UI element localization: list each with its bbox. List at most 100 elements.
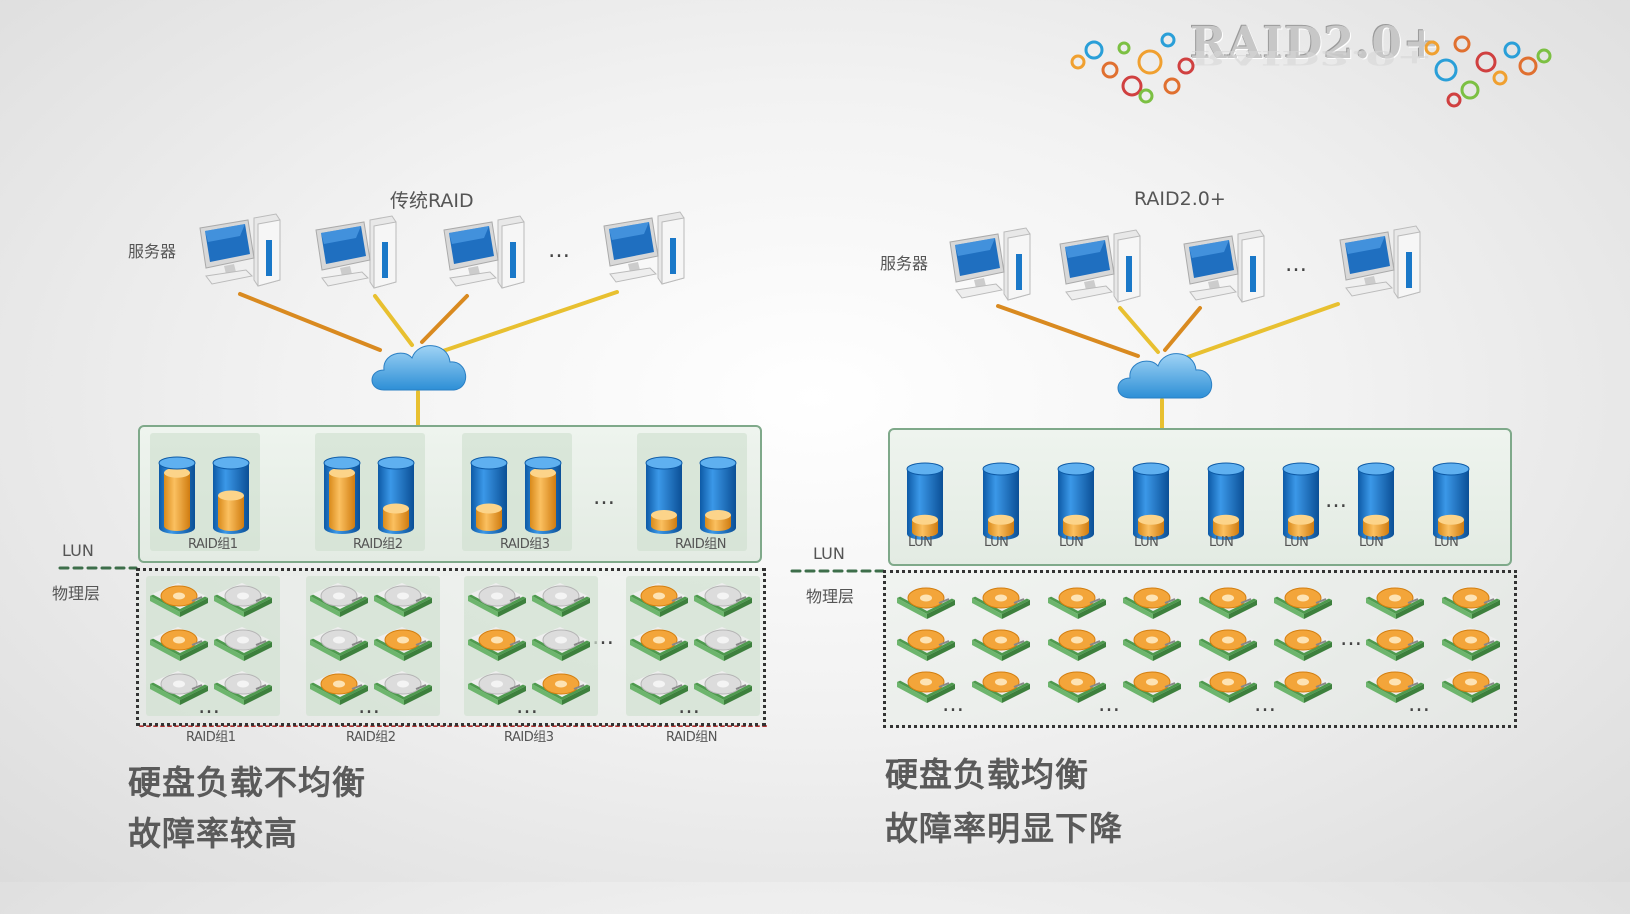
right-server-icon-1 bbox=[949, 227, 1031, 301]
left-link-1 bbox=[238, 292, 382, 352]
left-disk-icon bbox=[468, 583, 526, 617]
right-disk-icon bbox=[1274, 585, 1332, 619]
left-server-icon-3 bbox=[443, 215, 525, 289]
left-disk-icon bbox=[630, 583, 688, 617]
left-phys-group-label: RAID组3 bbox=[504, 730, 554, 745]
right-lun-label: LUN bbox=[813, 544, 845, 563]
right-server-icon-2 bbox=[1059, 229, 1141, 303]
left-disk-icon bbox=[150, 671, 208, 705]
left-lun-cylinder bbox=[377, 456, 415, 534]
right-disk-icon bbox=[897, 585, 955, 619]
logo-bubbles-decoration bbox=[1070, 32, 1552, 108]
right-server-icon-3 bbox=[1183, 229, 1265, 303]
right-disk-icon bbox=[897, 669, 955, 703]
left-cloud-icon bbox=[371, 345, 467, 391]
left-disk-icon bbox=[630, 671, 688, 705]
right-disk-icon bbox=[1366, 585, 1424, 619]
right-disk-icon bbox=[1274, 669, 1332, 703]
left-disk-icon bbox=[374, 627, 432, 661]
left-disk-icon bbox=[310, 627, 368, 661]
right-disk-icon bbox=[1048, 585, 1106, 619]
left-disk-group-dots: … bbox=[516, 694, 540, 719]
left-disk-icon bbox=[150, 583, 208, 617]
left-disk-icon bbox=[532, 671, 590, 705]
right-caption-line1: 硬盘负载均衡 bbox=[885, 755, 1089, 794]
left-disk-icon bbox=[214, 627, 272, 661]
right-disk-dots-mark: … bbox=[1408, 692, 1432, 717]
right-caption-line2: 故障率明显下降 bbox=[885, 809, 1123, 848]
left-disk-icon bbox=[310, 583, 368, 617]
right-disk-mid-dots: … bbox=[1340, 626, 1364, 651]
left-disk-icon bbox=[468, 671, 526, 705]
right-lun-label: LUN bbox=[1434, 535, 1459, 550]
left-caption-line2: 故障率较高 bbox=[128, 814, 298, 853]
left-disk-icon bbox=[214, 583, 272, 617]
left-raid-group-label: RAID组2 bbox=[353, 537, 403, 552]
left-server-icon-4 bbox=[603, 211, 685, 285]
right-disk-dots-mark: … bbox=[1098, 692, 1122, 717]
left-lun-cylinder bbox=[470, 456, 508, 534]
right-server-label: 服务器 bbox=[880, 254, 929, 273]
right-disk-icon bbox=[972, 627, 1030, 661]
left-disk-icon bbox=[694, 671, 752, 705]
left-disk-icon bbox=[374, 671, 432, 705]
left-phys-label: 物理层 bbox=[52, 584, 101, 603]
left-disk-icon bbox=[150, 627, 208, 661]
left-disk-icon bbox=[532, 627, 590, 661]
logo: RAID2.0+ RAID2.0+ bbox=[1190, 18, 1441, 120]
left-disk-icon bbox=[310, 671, 368, 705]
left-lun-cylinder bbox=[524, 456, 562, 534]
right-title: RAID2.0+ bbox=[1134, 188, 1226, 210]
right-disk-dots-mark: … bbox=[942, 692, 966, 717]
right-disk-icon bbox=[1123, 669, 1181, 703]
left-server-label: 服务器 bbox=[128, 242, 177, 261]
right-lun-label: LUN bbox=[1134, 535, 1159, 550]
left-disk-icon bbox=[532, 583, 590, 617]
right-lun-dots: … bbox=[1325, 488, 1349, 513]
left-disk-group-dots: … bbox=[198, 694, 222, 719]
left-phys-group-label: RAID组N bbox=[666, 730, 717, 745]
right-lun-label: LUN bbox=[984, 535, 1009, 550]
right-lun-label: LUN bbox=[1209, 535, 1234, 550]
left-title: 传统RAID bbox=[390, 190, 474, 212]
left-lun-label: LUN bbox=[62, 541, 94, 560]
right-disk-icon bbox=[1274, 627, 1332, 661]
right-lun-cylinder bbox=[1132, 462, 1170, 540]
right-disk-icon bbox=[897, 627, 955, 661]
right-disk-icon bbox=[1442, 627, 1500, 661]
right-lun-cylinder bbox=[1057, 462, 1095, 540]
right-disk-icon bbox=[1123, 627, 1181, 661]
left-phys-group-label: RAID组1 bbox=[186, 730, 236, 745]
right-lun-label: LUN bbox=[908, 535, 933, 550]
right-lun-cylinder bbox=[906, 462, 944, 540]
right-link-4 bbox=[1183, 302, 1340, 360]
right-server-icon-4 bbox=[1339, 225, 1421, 299]
left-server-dots: … bbox=[548, 238, 572, 263]
left-link-4 bbox=[438, 290, 619, 354]
left-lun-cylinder bbox=[158, 456, 196, 534]
left-server-icon-2 bbox=[315, 215, 397, 289]
right-disk-dots-mark: … bbox=[1254, 692, 1278, 717]
left-group-dots: … bbox=[593, 485, 617, 510]
left-caption-line1: 硬盘负载不均衡 bbox=[128, 763, 366, 802]
right-lun-cylinder bbox=[1357, 462, 1395, 540]
right-disk-icon bbox=[1048, 669, 1106, 703]
logo-text: RAID2.0+ bbox=[1190, 18, 1441, 69]
right-lun-cylinder bbox=[982, 462, 1020, 540]
right-lun-cylinder bbox=[1432, 462, 1470, 540]
left-lun-cylinder bbox=[645, 456, 683, 534]
left-server-icon-1 bbox=[199, 213, 281, 287]
left-lun-cylinder bbox=[212, 456, 250, 534]
left-lun-cylinder bbox=[323, 456, 361, 534]
right-disk-icon bbox=[1199, 669, 1257, 703]
left-disk-icon bbox=[630, 627, 688, 661]
right-lun-cylinder bbox=[1282, 462, 1320, 540]
right-disk-icon bbox=[972, 669, 1030, 703]
left-raid-group-label: RAID组3 bbox=[500, 537, 550, 552]
right-lun-label: LUN bbox=[1059, 535, 1084, 550]
left-disk-icon bbox=[468, 627, 526, 661]
left-disk-icon bbox=[214, 671, 272, 705]
right-lun-cylinder bbox=[1207, 462, 1245, 540]
right-disk-icon bbox=[972, 585, 1030, 619]
left-lun-cylinder bbox=[699, 456, 737, 534]
